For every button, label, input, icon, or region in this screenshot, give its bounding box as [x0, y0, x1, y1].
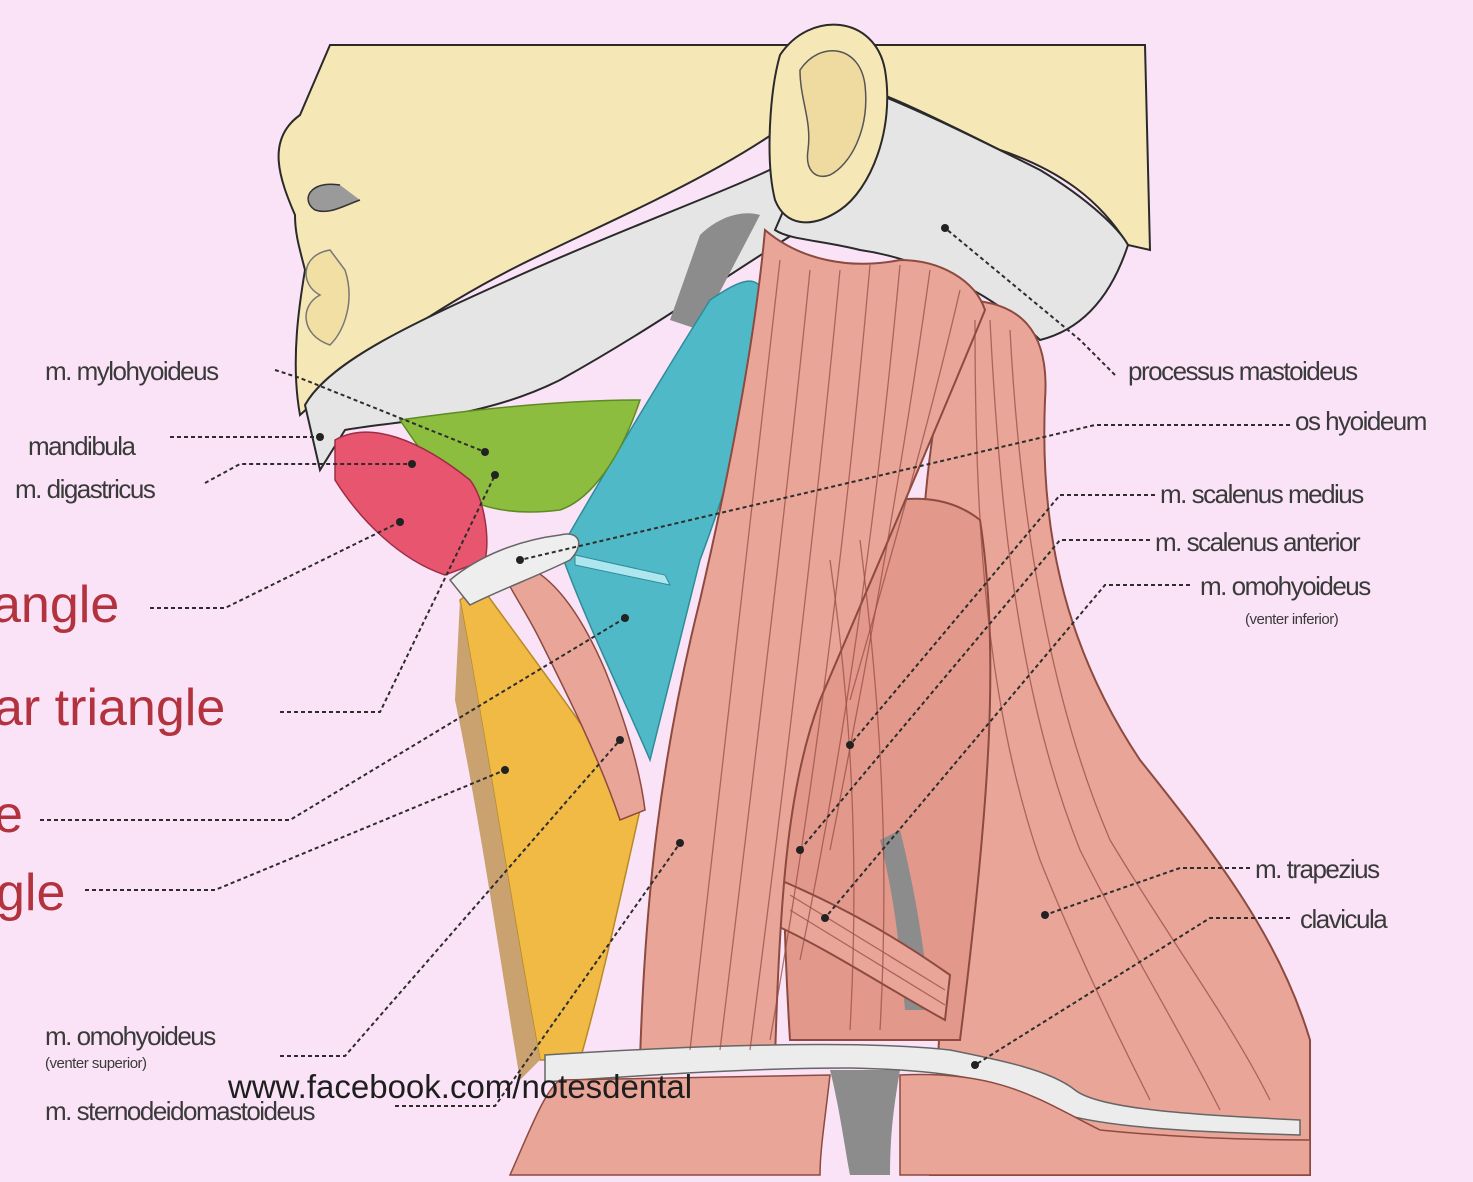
gap-dark-2 [830, 1070, 900, 1175]
label-trapezius: m. trapezius [1255, 854, 1380, 884]
label-scalenus-anterior: m. scalenus anterior [1155, 527, 1361, 557]
triangle-label-3: e [0, 786, 23, 844]
label-os-hyoideum: os hyoideum [1295, 406, 1426, 436]
label-mandibula: mandibula [28, 431, 137, 461]
triangle-label-1: angle [0, 576, 119, 634]
triangle-label-4: gle [0, 864, 65, 922]
label-clavicula: clavicula [1300, 904, 1388, 934]
watermark: www.facebook.com/notesdental [227, 1068, 692, 1105]
label-omohyoideus-superior: m. omohyoideus [45, 1021, 216, 1051]
label-processus-mastoideus: processus mastoideus [1128, 356, 1358, 386]
label-omohyoideus-inferior: m. omohyoideus [1200, 571, 1371, 601]
label-scalenus-medius: m. scalenus medius [1160, 479, 1364, 509]
label-digastricus: m. digastricus [15, 474, 156, 504]
label-omohyoideus-inferior-sub: (venter inferior) [1245, 611, 1339, 628]
label-omohyoideus-superior-sub: (venter superior) [45, 1055, 147, 1072]
label-mylohyoideus: m. mylohyoideus [45, 356, 219, 386]
triangle-label-2: ar triangle [0, 679, 225, 737]
